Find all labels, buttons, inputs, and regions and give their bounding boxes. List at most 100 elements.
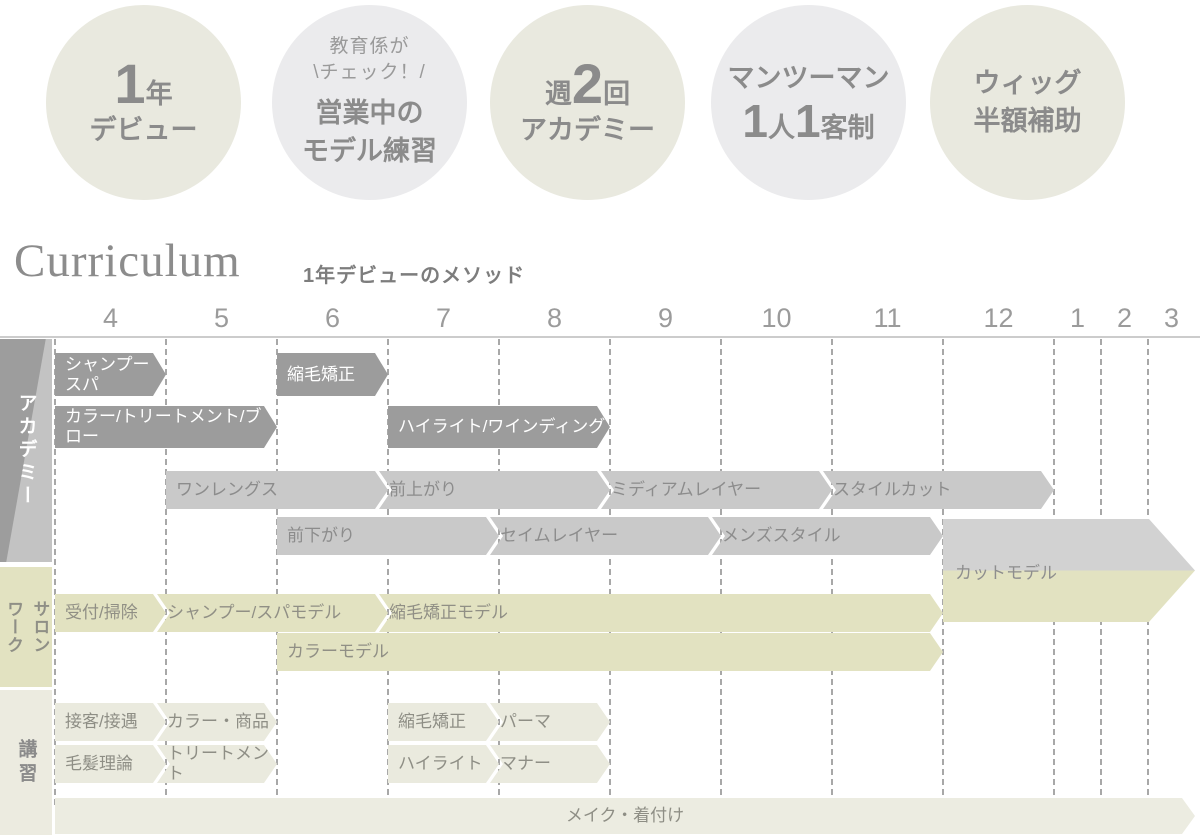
bar-straightening-lecture-label: 縮毛矯正 (398, 712, 466, 732)
bar-color-model-label: カラーモデル (287, 642, 389, 662)
bar-medium-layer: ミディアムレイヤー (601, 471, 832, 509)
bar-shampoo-spa-model: シャンプー/スパモデル (157, 594, 388, 632)
bar-shampoo-spa: シャンプー スパ (55, 353, 166, 396)
month-gridline-7 (387, 339, 389, 805)
badge-big-number-1: 1 (742, 94, 768, 147)
bar-highlight-lecture-label: ハイライト (398, 754, 483, 774)
month-label-5: 5 (213, 303, 230, 333)
bar-straightening-model: 縮毛矯正モデル (379, 594, 943, 632)
section-label-academy: アカデミー (0, 339, 52, 562)
badge-label: アカデミー (520, 114, 655, 145)
bar-customer-service-label: 接客/接遇 (65, 712, 138, 732)
bar-highlight-lecture: ハイライト (388, 745, 499, 783)
bar-color-model: カラーモデル (277, 633, 943, 671)
bar-mens-style-label: メンズスタイル (722, 526, 841, 546)
bar-reception-cleaning: 受付/掃除 (55, 594, 166, 632)
month-label-6: 6 (324, 303, 341, 333)
badge-number-text-1: 人 (768, 112, 795, 143)
page-subtitle: 1年デビューのメソッド (303, 265, 526, 287)
month-gridline-6 (276, 339, 278, 805)
badge-number-prefix: 週 (544, 78, 572, 109)
month-label-11: 11 (873, 303, 902, 333)
month-gridline-9 (609, 339, 611, 805)
bar-same-layer-label: セイムレイヤー (500, 526, 619, 546)
bar-straightening-model-label: 縮毛矯正モデル (389, 603, 508, 623)
bar-perm-lecture: パーマ (490, 703, 610, 741)
bar-color-products: カラー・商品 (157, 703, 277, 741)
section-label-salon-work-text: サロン ワーク (4, 600, 50, 654)
bar-reception-cleaning-label: 受付/掃除 (65, 603, 138, 623)
bar-color-treatment-blow-label: カラー/トリートメント/ブロー (65, 407, 262, 446)
section-label-lecture-text: 講習 (15, 738, 37, 787)
bar-one-length-label: ワンレングス (176, 480, 278, 500)
badge-wig-half-subsidy: ウィッグ 半額補助 (930, 5, 1125, 200)
month-gridline-4 (54, 339, 56, 805)
badge-number-text-2: 客制 (820, 112, 875, 143)
month-gridline-10 (720, 339, 722, 805)
bar-straightening-label: 縮毛矯正 (287, 364, 355, 384)
badge-note-line1: 教育係が (329, 36, 410, 58)
month-gridline-11 (831, 339, 833, 805)
bar-hair-theory-label: 毛髪理論 (65, 754, 133, 774)
month-label-12: 12 (983, 303, 1014, 333)
bar-medium-layer-label: ミディアムレイヤー (611, 480, 762, 500)
bar-hair-theory: 毛髪理論 (55, 745, 166, 783)
bar-treatment-lecture-label: トリートメント (167, 744, 269, 783)
bar-color-treatment-blow: カラー/トリートメント/ブロー (55, 406, 277, 448)
page-title: Curriculum (14, 235, 241, 287)
bar-highlight-winding: ハイライト/ワインディング (388, 406, 610, 448)
bar-makeup-kitsuke: メイク・着付け (55, 798, 1195, 834)
badge-model-practice: 教育係が \チェック！/ 営業中の モデル練習 (272, 5, 467, 200)
section-label-salon-work: サロン ワーク (0, 567, 52, 687)
bar-style-cut-label: スタイルカット (833, 480, 952, 500)
month-label-10: 10 (761, 303, 792, 333)
badge-label-line1: ウィッグ (973, 67, 1082, 98)
badge-label-line1: マンツーマン (727, 63, 890, 94)
section-label-academy-text: アカデミー (15, 393, 37, 508)
badge-label: デビュー (89, 114, 198, 145)
badge-note-line2: \チェック！/ (313, 61, 426, 83)
bar-maesagari-label: 前下がり (287, 526, 355, 546)
month-gridline-8 (498, 339, 500, 805)
bar-straightening: 縮毛矯正 (277, 353, 388, 396)
badge-number-suffix: 回 (603, 78, 631, 109)
badge-note: 教育係が \チェック！/ (313, 34, 426, 85)
month-label-4: 4 (102, 303, 119, 333)
badge-label-line2: 半額補助 (973, 105, 1082, 136)
bar-color-products-label: カラー・商品 (167, 712, 269, 732)
month-label-8: 8 (546, 303, 563, 333)
bar-same-layer: セイムレイヤー (490, 517, 721, 555)
bar-makeup-kitsuke-label: メイク・着付け (565, 806, 685, 826)
bar-mens-style: メンズスタイル (712, 517, 943, 555)
bar-straightening-lecture: 縮毛矯正 (388, 703, 499, 741)
bar-highlight-winding-label: ハイライト/ワインディング (398, 417, 606, 437)
bar-maeagari: 前上がり (379, 471, 610, 509)
bar-style-cut: スタイルカット (823, 471, 1054, 509)
bar-manner-lecture-label: マナー (500, 754, 551, 774)
bar-shampoo-spa-model-label: シャンプー/スパモデル (167, 603, 342, 623)
month-label-3: 3 (1163, 303, 1180, 333)
month-label-9: 9 (657, 303, 674, 333)
month-label-2: 2 (1116, 303, 1133, 333)
month-label-1: 1 (1069, 303, 1086, 333)
month-gridline-5 (165, 339, 167, 805)
bar-maesagari: 前下がり (277, 517, 499, 555)
bar-one-length: ワンレングス (166, 471, 388, 509)
bar-treatment-lecture: トリートメント (157, 745, 277, 783)
badge-big-number: 1 (114, 51, 146, 115)
bar-maeagari-label: 前上がり (389, 480, 457, 500)
bar-customer-service: 接客/接遇 (55, 703, 166, 741)
section-label-lecture: 講習 (0, 690, 52, 835)
badge-number-suffix: 年 (145, 78, 173, 109)
badge-big-number-2: 1 (795, 94, 821, 147)
badge-label-line1: 営業中の (315, 98, 424, 129)
month-label-7: 7 (435, 303, 452, 333)
timeline-axis-line (0, 336, 1200, 338)
